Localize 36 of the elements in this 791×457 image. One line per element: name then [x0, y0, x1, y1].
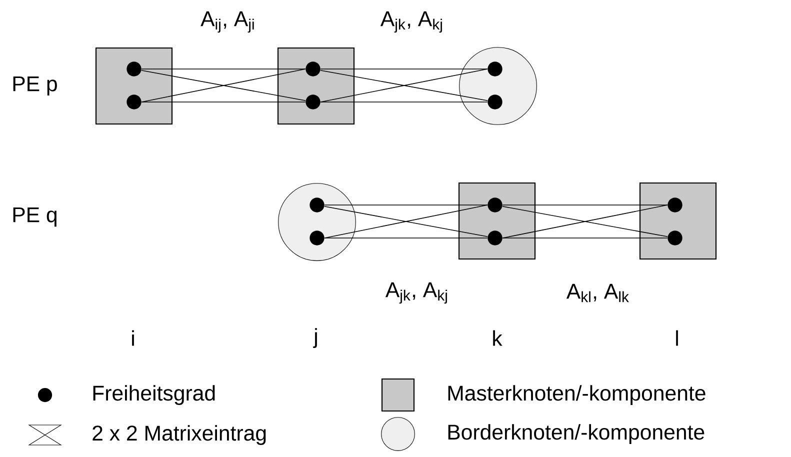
dof-dot	[488, 230, 502, 246]
master-box	[458, 182, 536, 260]
dof-dot	[488, 198, 502, 212]
dof-dot	[488, 94, 502, 110]
dof-dot	[126, 94, 142, 110]
connector-line	[502, 204, 668, 206]
dof-dot	[306, 94, 320, 110]
row-label: PE p	[13, 76, 57, 96]
connector-line	[324, 204, 488, 206]
legend-text: Freiheitsgrad	[93, 385, 215, 405]
row-label: PE q	[13, 207, 56, 227]
legend-text: Masterknoten/-komponente	[448, 385, 706, 405]
connector-line	[141, 68, 306, 70]
border-circle	[278, 183, 356, 261]
column-label: j	[313, 328, 317, 348]
legend-text: Borderknoten/-komponente	[448, 424, 704, 444]
matrix-label: A$_{kl}$, A$_{lk}$	[566, 284, 629, 302]
dof-dot	[310, 230, 324, 246]
column-label: l	[676, 330, 678, 346]
border-circle	[459, 47, 537, 125]
dof-dot	[668, 198, 682, 212]
master-box	[277, 47, 355, 125]
connector-line	[320, 68, 488, 70]
dof-dot	[306, 62, 320, 76]
column-label: i	[132, 330, 134, 346]
dof-dot	[126, 62, 142, 76]
column-label: k	[493, 330, 502, 346]
matrix-label: A$_{ij}$, A$_{ji}$	[200, 11, 254, 33]
dof-dot	[310, 198, 324, 212]
dof-dot	[668, 230, 682, 246]
master-box	[95, 47, 173, 125]
master-box	[639, 182, 717, 260]
legend-text: 2 x 2 Matrixeintrag	[92, 425, 266, 445]
matrix-label: A$_{jk}$, A$_{kj}$	[385, 282, 447, 304]
dof-dot	[488, 62, 502, 76]
matrix-label: A$_{jk}$, A$_{kj}$	[380, 11, 442, 33]
